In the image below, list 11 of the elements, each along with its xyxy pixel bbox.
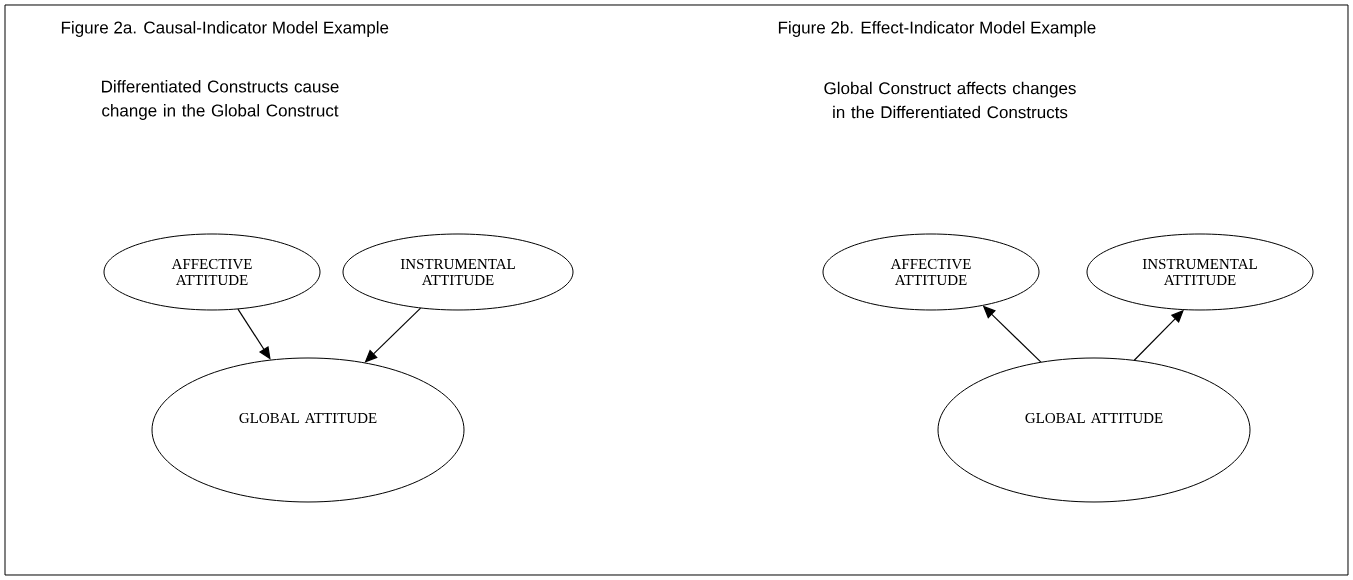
ellipse-node: INSTRUMENTAL ATTITUDE — [342, 233, 574, 311]
subtitle: Differentiated Constructs cause change in the Global Construct — [102, 80, 339, 120]
figure-title: Figure 2b. Effect-Indicator Model Example — [778, 21, 1096, 37]
figure-title: Figure 2a. Causal-Indicator Model Example — [61, 21, 389, 37]
ellipse-node: GLOBAL ATTITUDE — [151, 357, 465, 503]
ellipse-node: INSTRUMENTAL ATTITUDE — [1086, 233, 1314, 311]
ellipse-node: GLOBAL ATTITUDE — [937, 357, 1251, 503]
ellipse-node: AFFECTIVE ATTITUDE — [103, 233, 321, 311]
subtitle: Global Construct affects changes in the Differentiated Constructs — [824, 81, 1076, 119]
arrow — [237, 308, 271, 360]
ellipse-node: AFFECTIVE ATTITUDE — [822, 233, 1040, 311]
